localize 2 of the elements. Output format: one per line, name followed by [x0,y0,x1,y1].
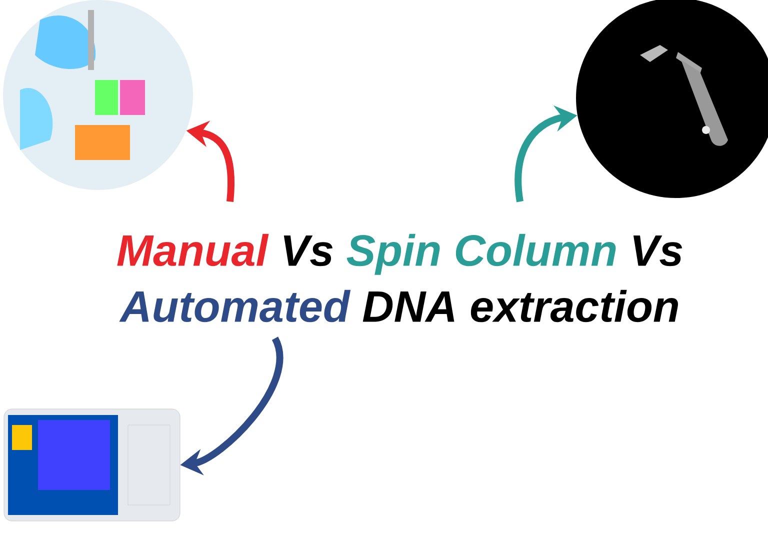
tube-photo [576,0,768,198]
title-text: Manual Vs Spin Column Vs Automated DNA extraction [117,234,682,322]
